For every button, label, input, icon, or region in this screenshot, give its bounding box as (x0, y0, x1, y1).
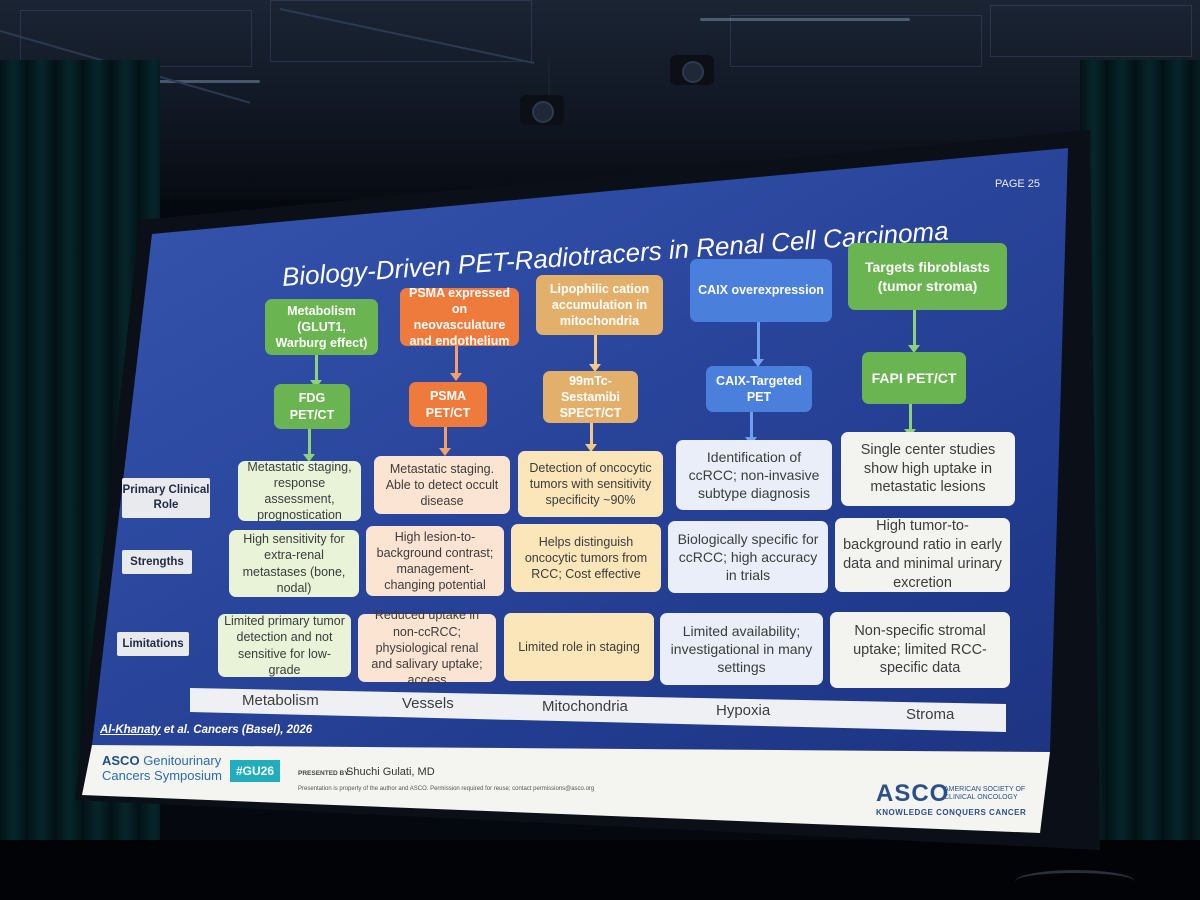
tracer-box-caix: CAIX-Targeted PET (706, 366, 812, 412)
limitations-box-psma: Reduced uptake in non-ccRCC; physiologic… (358, 608, 496, 687)
arrow-down (439, 427, 451, 456)
arrow-down (745, 412, 757, 445)
role-box-sestamibi: Detection of oncocytic tumors with sensi… (518, 451, 663, 517)
ceiling-panel (990, 5, 1192, 57)
role-box-psma: Metastatic staging. Able to detect occul… (374, 456, 510, 514)
citation: Al-Khanaty et al. Cancers (Basel), 2026 (100, 724, 312, 736)
limitations-box-fapi: Non-specific stromal uptake; limited RCC… (830, 612, 1010, 688)
arrow-down (585, 423, 597, 452)
category-stroma: Stroma (906, 706, 955, 723)
asco-sub-line1: AMERICAN SOCIETY OF (944, 786, 1026, 793)
arrow-down (752, 322, 764, 367)
strengths-box-psma: High lesion-to-background contrast; mana… (366, 526, 504, 596)
projector-mount (548, 55, 550, 100)
arrow-down (310, 355, 322, 388)
mechanism-box-sestamibi: Lipophilic cation accumulation in mitoch… (536, 275, 663, 335)
limitations-box-caix: Limited availability; investigational in… (660, 613, 823, 685)
tracer-box-fdg: FDG PET/CT (274, 384, 350, 429)
asco-sub-line2: CLINICAL ONCOLOGY (944, 794, 1018, 802)
ceiling (0, 0, 1200, 200)
page-number: PAGE 25 (995, 178, 1041, 190)
mechanism-box-fapi: Targets fibroblasts (tumor stroma) (848, 243, 1007, 310)
category-metabolism: Metabolism (242, 692, 319, 709)
role-box-caix: Identification of ccRCC; non-invasive su… (676, 440, 832, 510)
disclaimer: Presentation is property of the author a… (298, 786, 595, 792)
symposium-line1: Genitourinary (143, 753, 222, 768)
presented-by-label: PRESENTED BY: (298, 770, 351, 777)
floor (0, 840, 1200, 900)
category-vessels: Vessels (402, 695, 454, 712)
category-mitochondria: Mitochondria (542, 698, 628, 715)
arrow-down (450, 346, 462, 381)
citation-rest: et al. Cancers (Basel), 2026 (160, 724, 313, 736)
presenter-name: Shuchi Gulati, MD (346, 766, 435, 778)
limitations-box-sestamibi: Limited role in staging (504, 613, 654, 681)
arrow-down (303, 429, 315, 462)
category-hypoxia: Hypoxia (716, 702, 771, 719)
strengths-box-fapi: High tumor-to-background ratio in early … (835, 518, 1010, 592)
tracer-box-sestamibi: 99mTc-Sestamibi SPECT/CT (543, 371, 638, 423)
limitations-box-fdg: Limited primary tumor detection and not … (218, 614, 351, 677)
row-label-strengths: Strengths (122, 550, 192, 574)
ceiling-panel (730, 15, 982, 67)
hashtag-badge: #GU26 (230, 760, 281, 782)
asco-society-name: AMERICAN SOCIETY OF CLINICAL ONCOLOGY (944, 786, 1025, 803)
strengths-box-sestamibi: Helps distinguish oncocytic tumors from … (511, 524, 661, 592)
asco-tagline: KNOWLEDGE CONQUERS CANCER (876, 808, 1027, 817)
mechanism-box-caix: CAIX overexpression (690, 259, 832, 322)
mechanism-box-metabolism: Metabolism (GLUT1, Warburg effect) (265, 299, 378, 355)
strengths-box-fdg: High sensitivity for extra-renal metasta… (229, 530, 359, 597)
arrow-down (908, 310, 920, 353)
symposium-logo: ASCO Genitourinary Cancers Symposium (102, 753, 222, 784)
camera (670, 55, 714, 85)
stage-curtain-right (1080, 60, 1200, 900)
row-label-primary-role: Primary Clinical Role (122, 478, 210, 518)
strengths-box-caix: Biologically specific for ccRCC; high ac… (668, 521, 828, 593)
row-label-limitations: Limitations (117, 632, 189, 656)
ceiling-panel (270, 0, 532, 62)
symposium-brand: ASCO (102, 753, 140, 768)
mechanism-box-psma: PSMA expressed on neovasculature and end… (400, 286, 519, 348)
ceiling-panel (20, 10, 252, 67)
symposium-line2: Cancers Symposium (102, 767, 222, 783)
citation-author: Al-Khanaty (100, 724, 161, 736)
microphone-stand (1015, 870, 1135, 893)
role-box-fapi: Single center studies show high uptake i… (841, 432, 1015, 506)
role-box-fdg: Metastatic staging, response assessment,… (238, 460, 361, 522)
tracer-box-fapi: FAPI PET/CT (862, 352, 966, 404)
asco-logo: ASCO (876, 780, 950, 807)
tracer-box-psma: PSMA PET/CT (409, 382, 487, 427)
arrow-down (589, 335, 601, 372)
arrow-down (904, 404, 916, 437)
projector (520, 95, 564, 125)
ceiling-light (700, 18, 910, 21)
